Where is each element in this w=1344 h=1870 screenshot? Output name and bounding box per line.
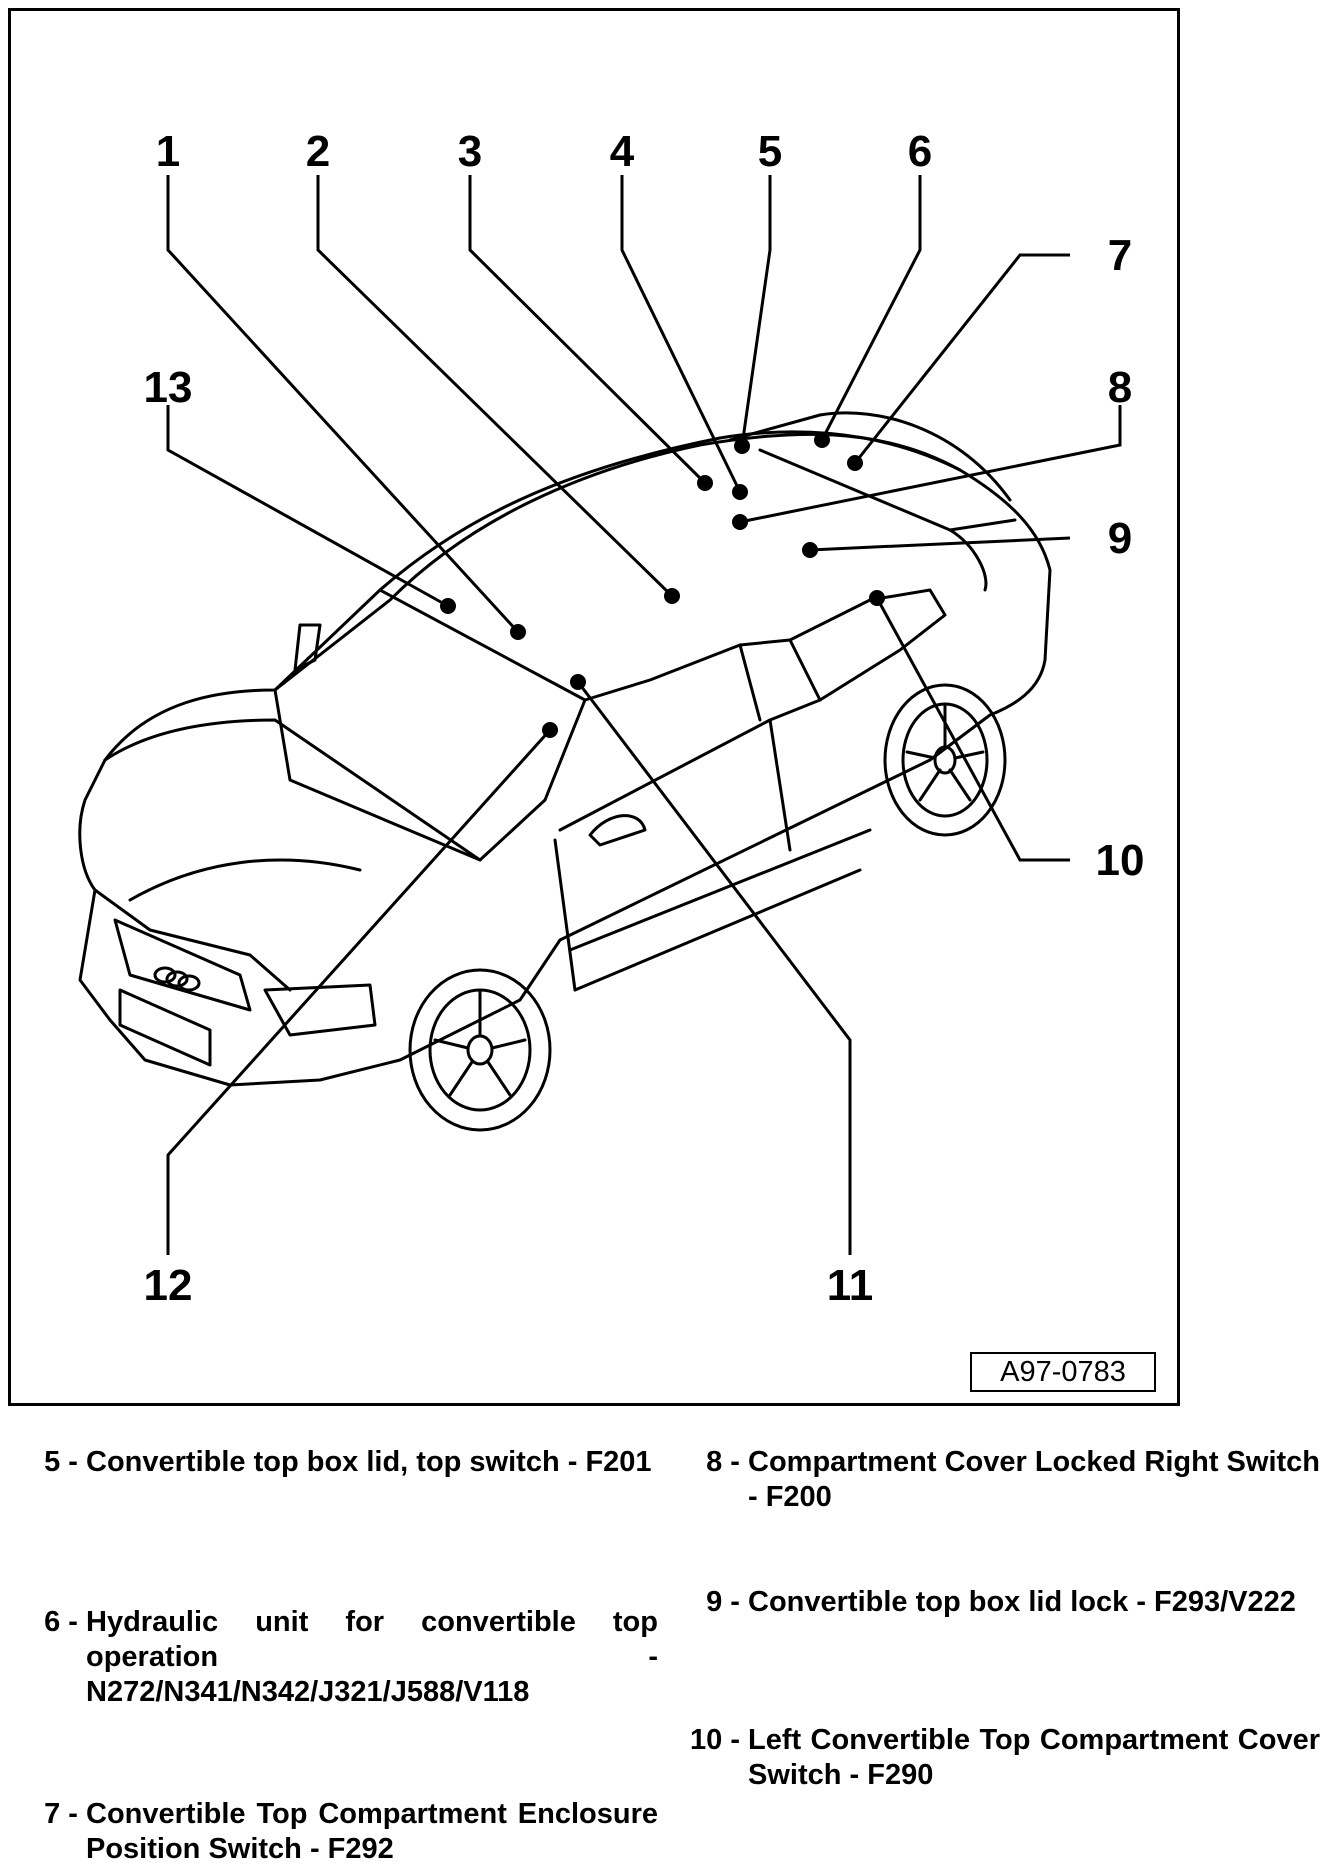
legend-item-9: 9 - Convertible top box lid lock - F293/… — [690, 1585, 1320, 1620]
callout-10: 10 — [1096, 836, 1145, 885]
legend-item-8: 8 - Compartment Cover Locked Right Switc… — [690, 1445, 1320, 1515]
callout-12: 12 — [144, 1261, 193, 1310]
legend-number: 5 - — [44, 1446, 86, 1478]
callout-13: 13 — [144, 363, 193, 412]
callout-3: 3 — [458, 127, 482, 176]
callout-8: 8 — [1108, 363, 1132, 412]
legend-text: Convertible top box lid, top switch - F2… — [86, 1446, 652, 1478]
legend-number: 8 - — [706, 1446, 748, 1478]
legend-text: Convertible Top Compartment Enclosure Po… — [86, 1798, 658, 1865]
callout-9: 9 — [1108, 514, 1132, 563]
callout-1: 1 — [156, 127, 180, 176]
legend-number: 7 - — [44, 1798, 86, 1830]
figure-frame — [8, 8, 1180, 1406]
callout-2: 2 — [306, 127, 330, 176]
callout-6: 6 — [908, 127, 932, 176]
component-location-diagram: 1 2 3 4 5 6 7 8 9 10 11 12 13 — [78, 127, 1145, 1310]
legend-number: 6 - — [44, 1606, 86, 1638]
legend-item-10: 10 - Left Convertible Top Compartment Co… — [690, 1723, 1320, 1793]
legend-text: Left Convertible Top Compartment Cover S… — [748, 1724, 1320, 1791]
callout-4: 4 — [610, 127, 635, 176]
legend-number: 10 - — [690, 1724, 749, 1756]
leader-lines — [166, 175, 1122, 1255]
legend-text: Convertible top box lid lock - F293/V222 — [748, 1586, 1296, 1618]
legend-number: 9 - — [706, 1586, 748, 1618]
callout-11: 11 — [827, 1261, 874, 1310]
figure-id-label: A97-0783 — [970, 1352, 1156, 1392]
car-illustration — [78, 411, 1052, 1132]
legend-text: Compartment Cover Locked Right Switch - … — [748, 1446, 1321, 1513]
legend-item-6: 6 - Hydraulic unit for convertible top o… — [38, 1605, 658, 1710]
callout-5: 5 — [758, 127, 782, 176]
callout-dots — [440, 432, 885, 738]
legend-text: Hydraulic unit for convertible top opera… — [86, 1606, 658, 1708]
legend-item-5: 5 - Convertible top box lid, top switch … — [38, 1445, 658, 1480]
legend-item-7: 7 - Convertible Top Compartment Enclosur… — [38, 1797, 658, 1867]
callout-7: 7 — [1108, 231, 1132, 280]
